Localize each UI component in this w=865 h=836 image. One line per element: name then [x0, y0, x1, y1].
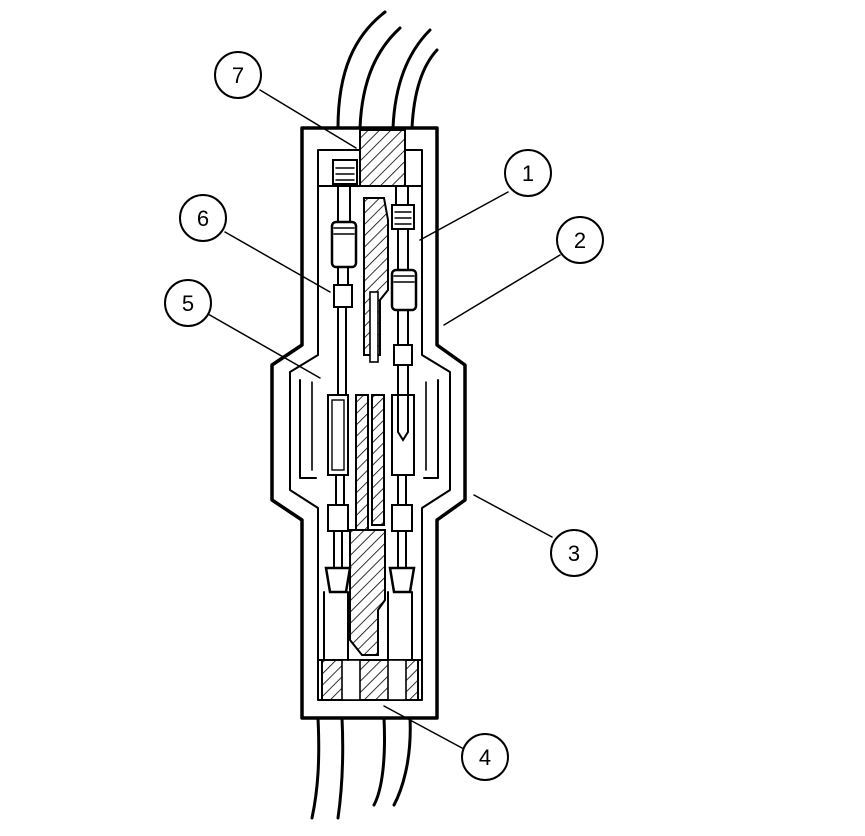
left-contact-column — [323, 159, 358, 661]
callout-6: 6 — [179, 194, 227, 242]
callout-7-label: 7 — [232, 63, 244, 88]
callout-7: 7 — [214, 51, 262, 99]
callout-5-label: 5 — [182, 291, 194, 316]
right-contact-column — [387, 185, 418, 661]
callout-2: 2 — [556, 216, 604, 264]
top-retainer-block — [359, 129, 406, 187]
callout-6-label: 6 — [197, 206, 209, 231]
lower-insulator — [349, 529, 386, 656]
callout-4: 4 — [461, 733, 509, 781]
callout-3: 3 — [550, 529, 598, 577]
leader-lines — [207, 89, 561, 749]
callout-3-label: 3 — [568, 541, 580, 566]
bottom-cables — [310, 716, 412, 820]
middle-insulator-left — [355, 394, 369, 536]
coupling-sleeve — [299, 379, 439, 479]
callout-4-label: 4 — [479, 745, 491, 770]
middle-insulator-right — [371, 394, 385, 526]
top-cables — [336, 10, 439, 130]
inner-housing-liner — [289, 149, 451, 701]
callout-1-label: 1 — [522, 161, 534, 186]
callout-1: 1 — [504, 149, 552, 197]
callout-2-label: 2 — [574, 228, 586, 253]
outer-housing — [270, 126, 467, 720]
callout-5: 5 — [164, 279, 212, 327]
